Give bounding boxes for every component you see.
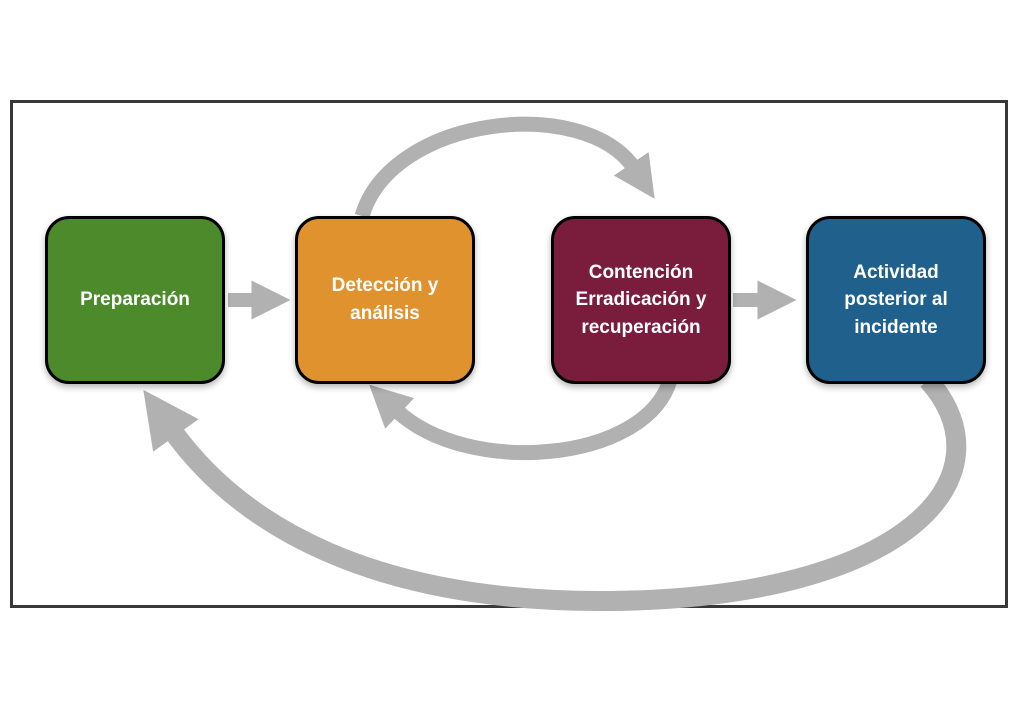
node-actividad-label: Actividad posterior al incidente xyxy=(844,261,948,338)
node-deteccion-y-analisis: Detección y análisis xyxy=(295,216,475,384)
node-contencion-label: Contención Erradicación y recuperación xyxy=(575,261,707,338)
node-preparacion: Preparación xyxy=(45,216,225,384)
node-deteccion-label: Detección y análisis xyxy=(331,275,439,324)
node-preparacion-label: Preparación xyxy=(80,289,190,311)
node-contencion-erradicacion-recuperacion: Contención Erradicación y recuperación xyxy=(551,216,731,384)
node-actividad-posterior-al-incidente: Actividad posterior al incidente xyxy=(806,216,986,384)
